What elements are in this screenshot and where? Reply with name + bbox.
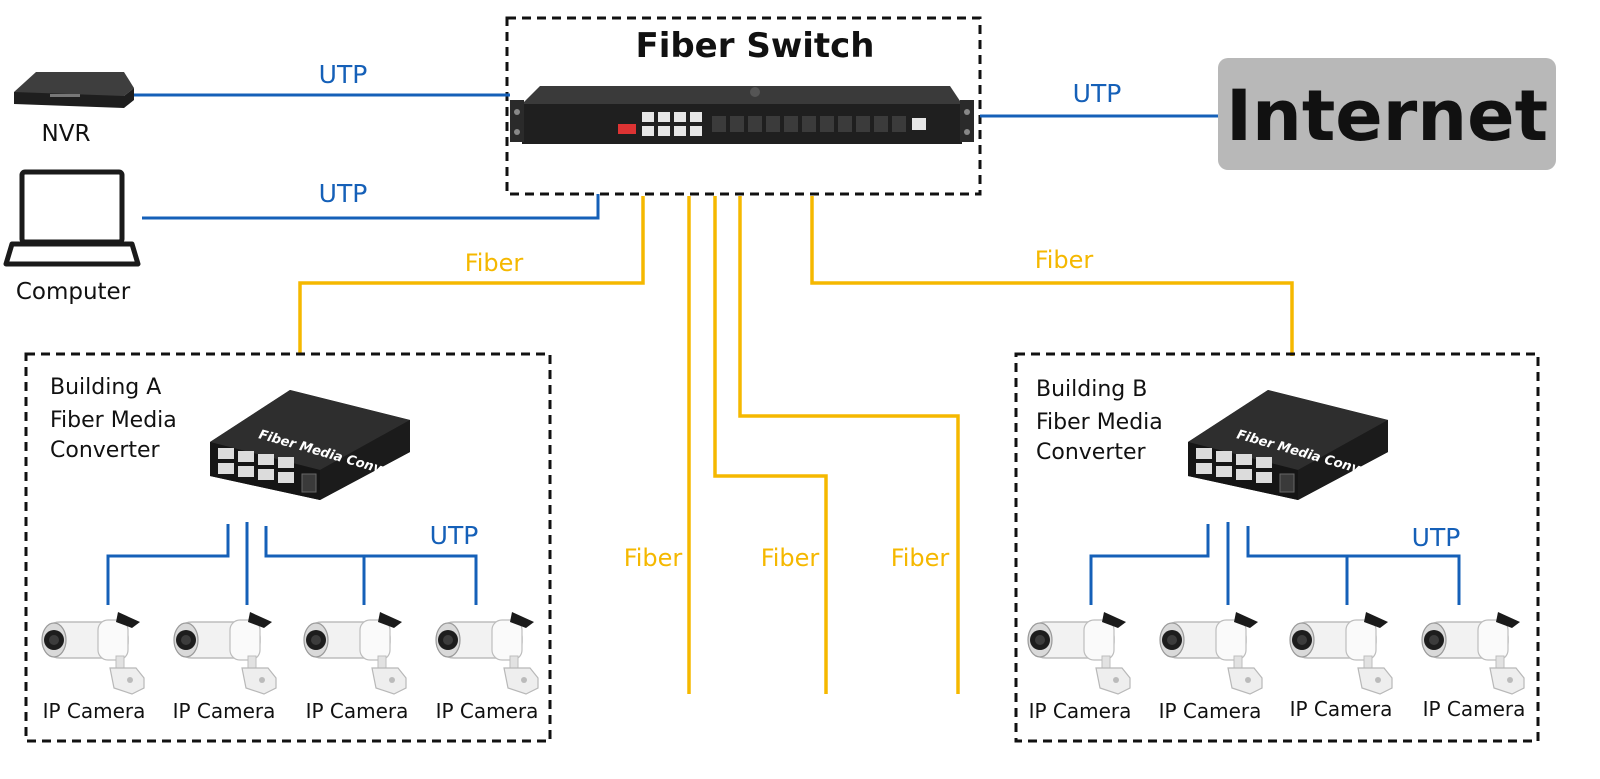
building-b-title-line1: Building B bbox=[1036, 377, 1147, 402]
building-b-camera-1 bbox=[1027, 611, 1131, 695]
building-a-converter: Fiber Media Converter bbox=[209, 389, 420, 501]
building-b-converter: Fiber Media Converter bbox=[1187, 389, 1398, 501]
building-a-camera-label-2: IP Camera bbox=[173, 699, 276, 723]
building-a-camera-4 bbox=[435, 611, 539, 695]
camera-icon bbox=[41, 611, 145, 695]
fiber-line-3 bbox=[738, 196, 960, 694]
building-b-camera-label-3: IP Camera bbox=[1290, 697, 1393, 721]
utp-line-computer bbox=[142, 194, 600, 220]
fiber-line-2 bbox=[713, 196, 828, 694]
building-b-camera-4 bbox=[1421, 611, 1525, 695]
building-b-box bbox=[1014, 352, 1540, 743]
building-b-title-line2: Fiber Media bbox=[1036, 410, 1163, 435]
building-a-title-line2: Fiber Media bbox=[50, 408, 177, 433]
building-a-utp-label: UTP bbox=[430, 521, 479, 550]
camera-icon bbox=[1289, 611, 1393, 695]
fiber-label-building-a: Fiber bbox=[465, 249, 524, 277]
building-b-utp-wiring bbox=[1089, 522, 1461, 605]
building-b-title-line3: Converter bbox=[1036, 440, 1147, 465]
building-a-title-line1: Building A bbox=[50, 375, 161, 400]
camera-icon bbox=[1159, 611, 1263, 695]
camera-icon bbox=[435, 611, 539, 695]
fiber-label-3: Fiber bbox=[891, 544, 950, 572]
utp-label-computer: UTP bbox=[319, 179, 368, 208]
building-b-camera-label-2: IP Camera bbox=[1159, 699, 1262, 723]
fiber-label-building-b: Fiber bbox=[1035, 246, 1094, 274]
building-a-utp-wiring bbox=[106, 522, 478, 605]
building-a-title-line3: Converter bbox=[50, 438, 161, 463]
building-b-camera-label-4: IP Camera bbox=[1423, 697, 1526, 721]
nvr-label: NVR bbox=[42, 121, 91, 147]
fiber-line-building-b bbox=[810, 196, 1294, 356]
fiber-switch-device bbox=[510, 86, 974, 144]
computer-label: Computer bbox=[16, 279, 131, 305]
nvr-icon bbox=[14, 72, 134, 108]
internet-label: Internet bbox=[1226, 75, 1548, 157]
internet-box bbox=[1218, 58, 1556, 170]
utp-label-internet: UTP bbox=[1073, 79, 1122, 108]
building-b-utp-label: UTP bbox=[1412, 523, 1461, 552]
building-b-camera-2 bbox=[1159, 611, 1263, 695]
camera-icon bbox=[1421, 611, 1525, 695]
building-a-camera-label-1: IP Camera bbox=[43, 699, 146, 723]
building-a-camera-label-4: IP Camera bbox=[436, 699, 539, 723]
building-a-camera-1 bbox=[41, 611, 145, 695]
camera-icon bbox=[303, 611, 407, 695]
building-a-camera-label-3: IP Camera bbox=[306, 699, 409, 723]
fiber-line-building-a bbox=[298, 196, 645, 354]
building-b-camera-label-1: IP Camera bbox=[1029, 699, 1132, 723]
camera-icon bbox=[1027, 611, 1131, 695]
switch-title: Fiber Switch bbox=[635, 26, 874, 66]
laptop-icon bbox=[3, 169, 141, 267]
camera-icon bbox=[173, 611, 277, 695]
building-b-camera-3 bbox=[1289, 611, 1393, 695]
building-a-box bbox=[24, 352, 552, 743]
fiber-label-2: Fiber bbox=[761, 544, 820, 572]
building-a-camera-2 bbox=[173, 611, 277, 695]
switch-box bbox=[505, 16, 982, 196]
building-a-camera-3 bbox=[303, 611, 407, 695]
utp-label-nvr: UTP bbox=[319, 60, 368, 89]
fiber-label-1: Fiber bbox=[624, 544, 683, 572]
